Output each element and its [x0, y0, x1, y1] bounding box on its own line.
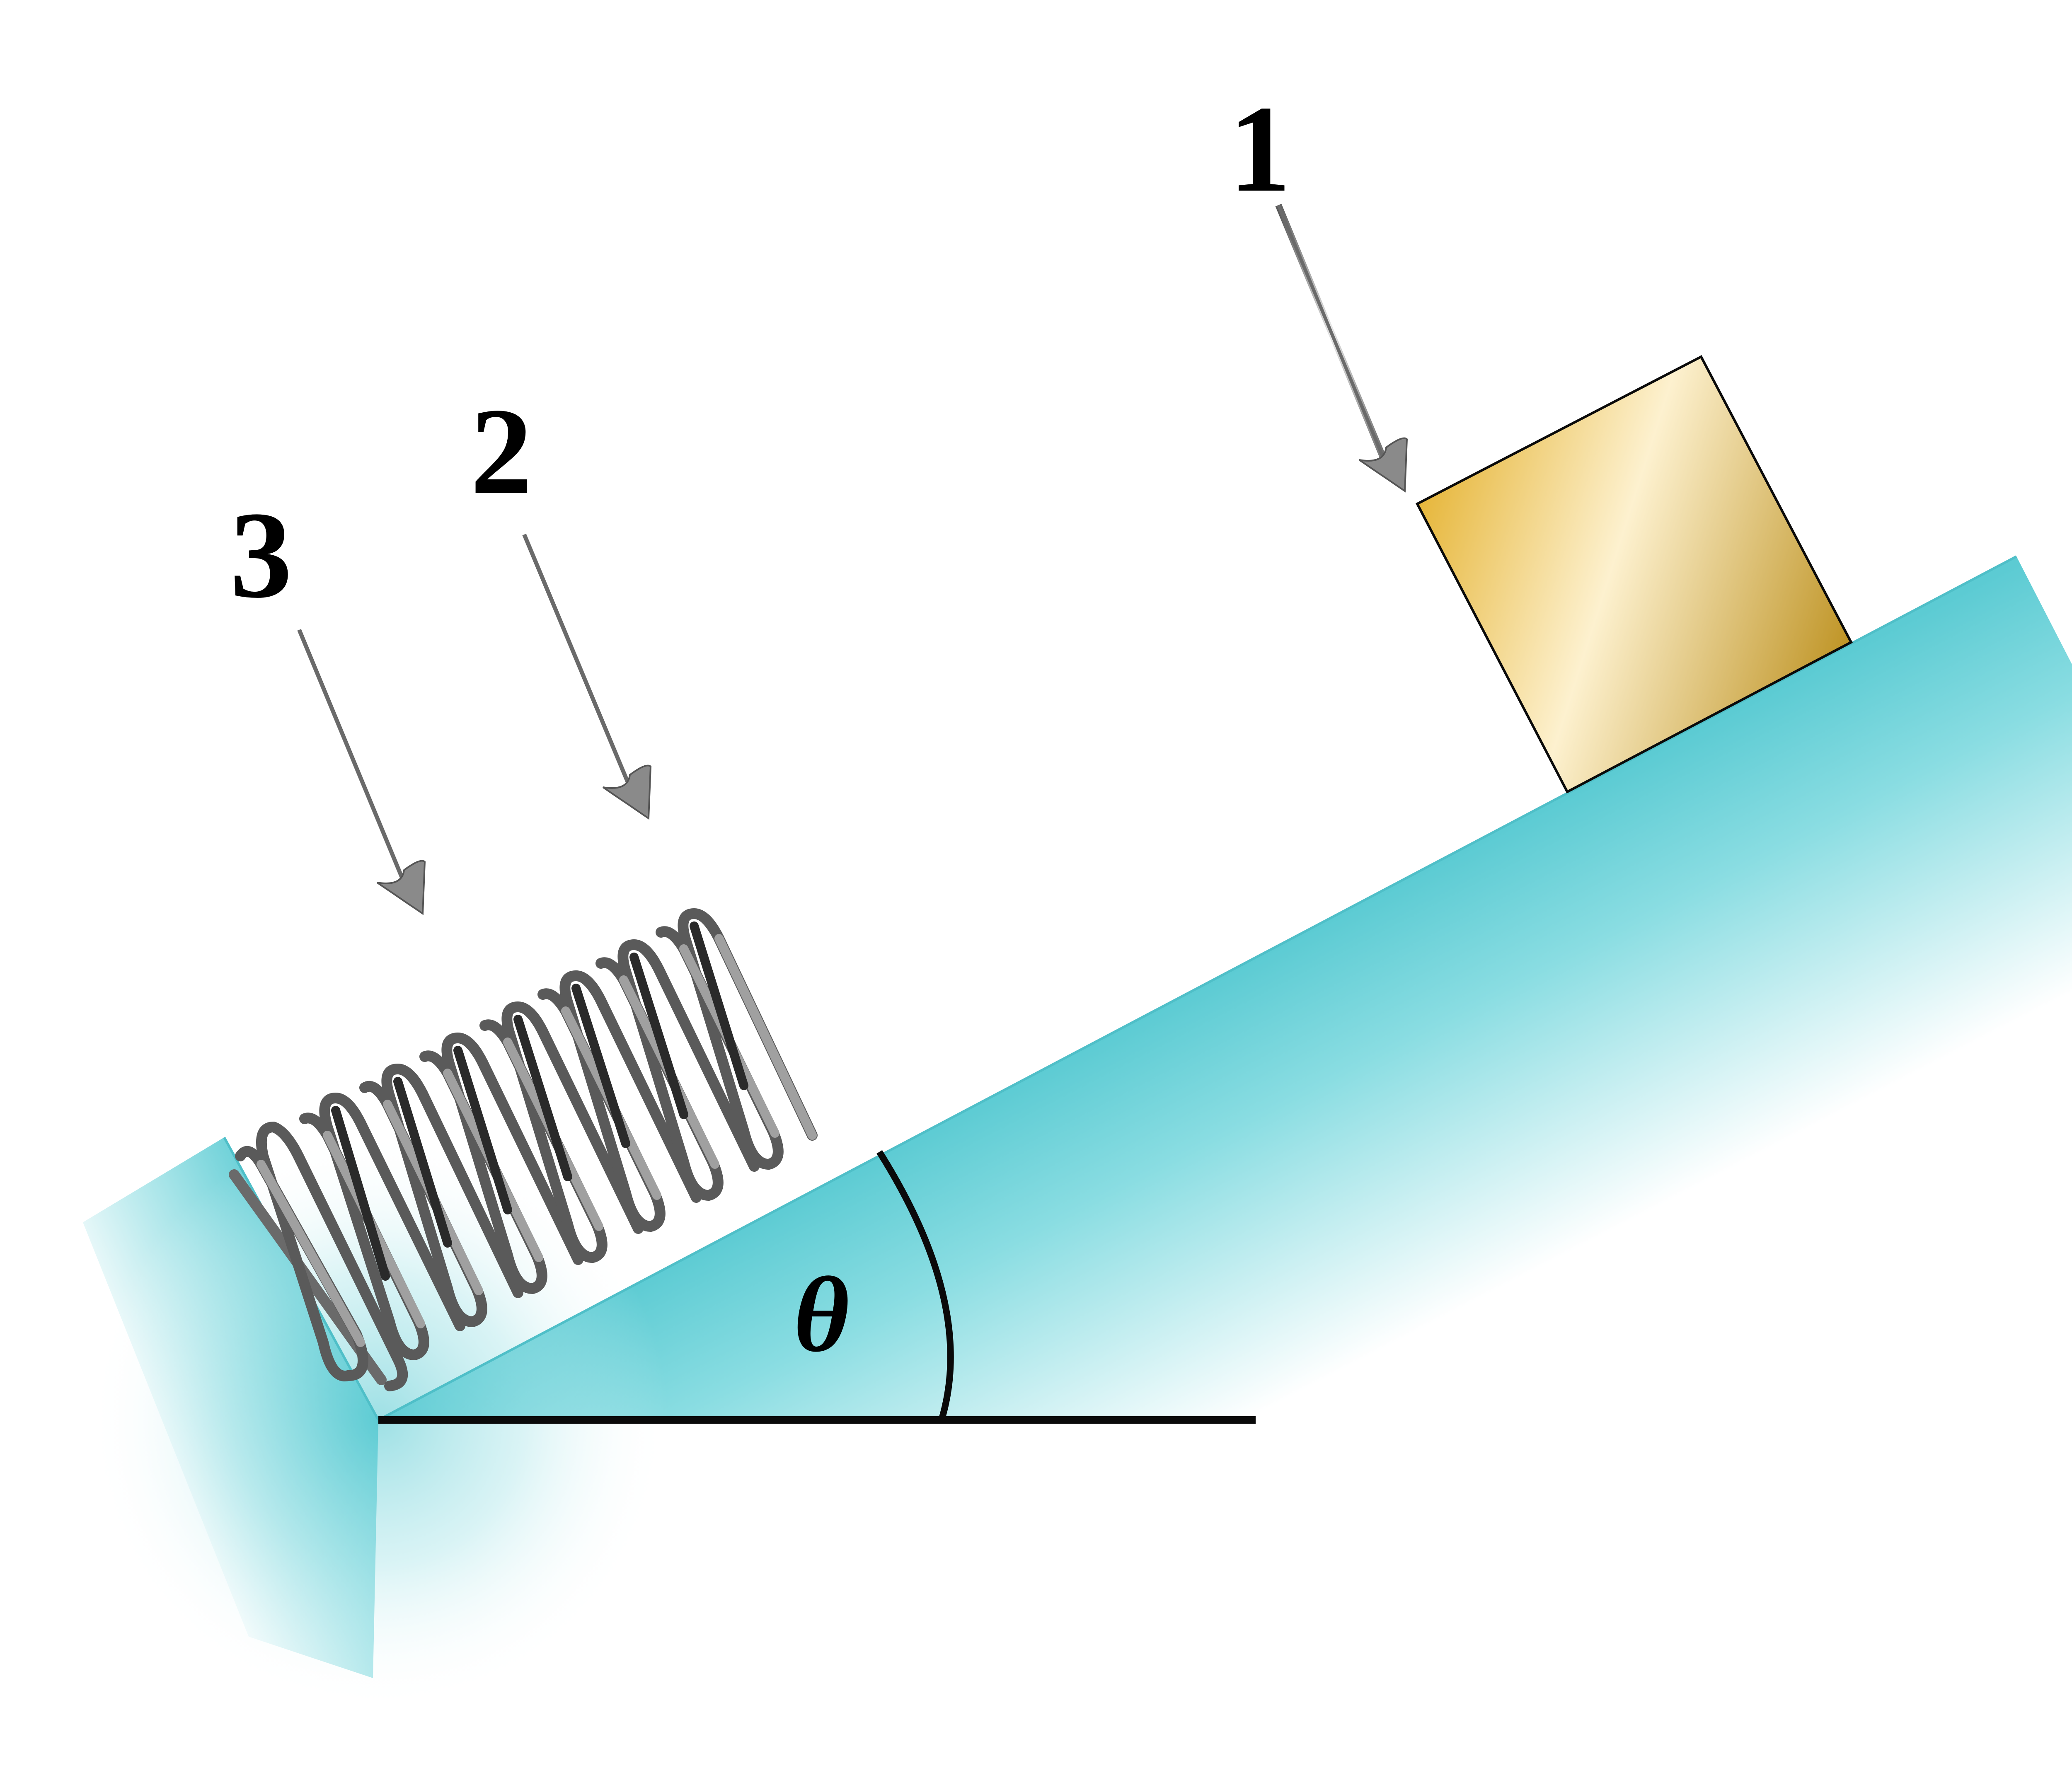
arrow-1: [1275, 203, 1408, 493]
block: [1415, 355, 1853, 794]
label-1: 1: [1229, 80, 1291, 218]
incline-surface: [378, 556, 2072, 1420]
angle-arc: [876, 1150, 954, 1421]
spring: [229, 908, 818, 1391]
incline-top-edge: [378, 555, 2017, 1421]
label-3: 3: [230, 486, 292, 624]
spring-back-strands: [331, 921, 748, 1281]
angle-label: θ: [794, 1255, 850, 1374]
incline: [83, 555, 2072, 1710]
arrow-3: [297, 629, 426, 915]
label-2: 2: [470, 382, 533, 520]
arrow-2: [522, 534, 652, 820]
